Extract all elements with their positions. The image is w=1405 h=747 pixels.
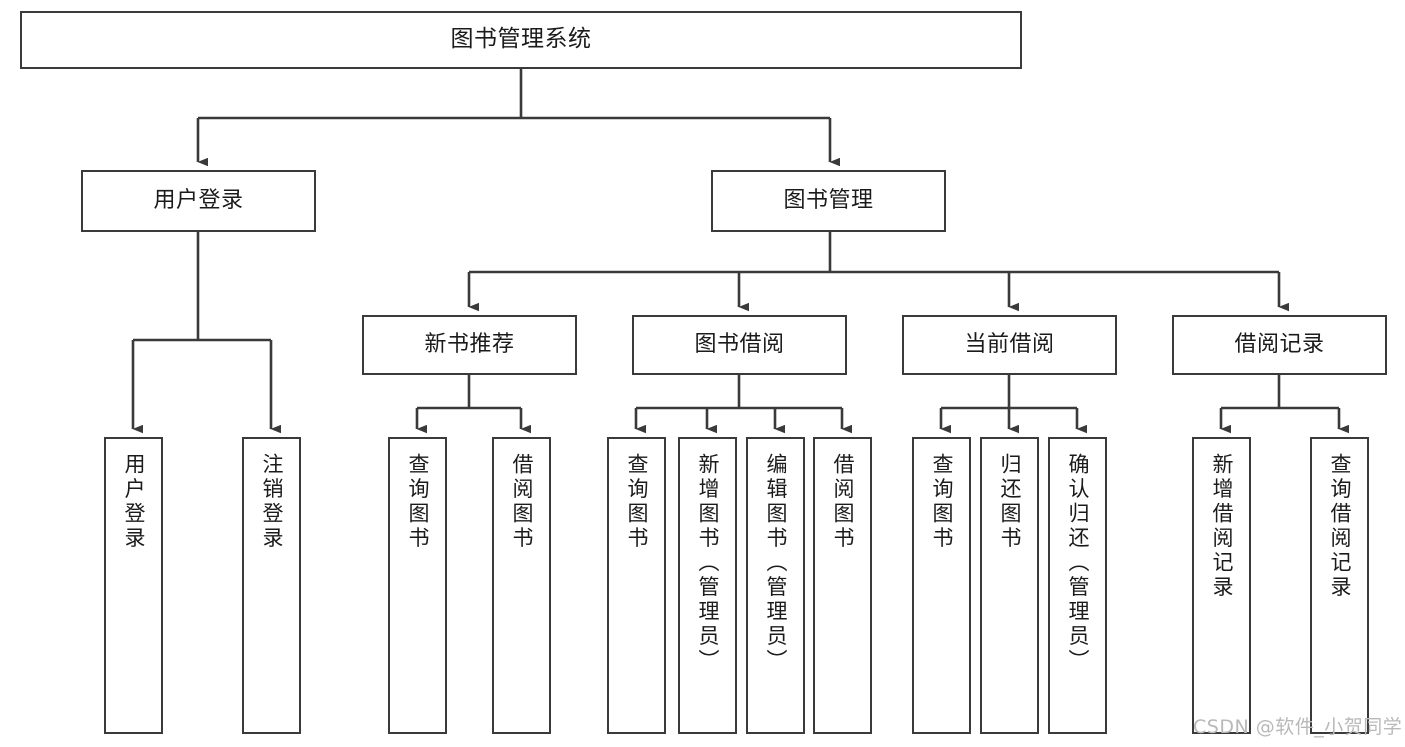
node-label: 借阅记录 bbox=[1234, 332, 1325, 358]
node-label: 新增图书（管理员） bbox=[696, 453, 720, 674]
leaf-recommend-query-book[interactable]: 查询图书 bbox=[388, 437, 447, 734]
node-label: 查询图书 bbox=[406, 453, 430, 551]
node-root-system[interactable]: 图书管理系统 bbox=[20, 11, 1022, 69]
leaf-logout[interactable]: 注销登录 bbox=[242, 437, 301, 734]
node-label: 确认归还（管理员） bbox=[1066, 453, 1090, 674]
leaf-recommend-borrow-book[interactable]: 借阅图书 bbox=[492, 437, 551, 734]
leaf-borrow-borrow-book[interactable]: 借阅图书 bbox=[813, 437, 872, 734]
node-label: 图书管理 bbox=[783, 188, 874, 214]
node-current-borrow[interactable]: 当前借阅 bbox=[902, 315, 1117, 375]
node-label: 编辑图书（管理员） bbox=[764, 453, 788, 674]
leaf-borrow-edit-book-admin[interactable]: 编辑图书（管理员） bbox=[746, 437, 805, 734]
leaf-current-query-book[interactable]: 查询图书 bbox=[912, 437, 971, 734]
leaf-current-confirm-return-admin[interactable]: 确认归还（管理员） bbox=[1048, 437, 1107, 734]
node-borrow-record[interactable]: 借阅记录 bbox=[1172, 315, 1387, 375]
node-label: 借阅图书 bbox=[831, 453, 855, 551]
node-label: 图书借阅 bbox=[694, 332, 785, 358]
node-book-management[interactable]: 图书管理 bbox=[711, 170, 946, 232]
leaf-record-add-borrow-record[interactable]: 新增借阅记录 bbox=[1192, 437, 1251, 734]
node-label: 注销登录 bbox=[260, 453, 284, 551]
node-label: 查询借阅记录 bbox=[1328, 453, 1352, 600]
node-label: 图书管理系统 bbox=[450, 26, 592, 53]
node-label: 查询图书 bbox=[625, 453, 649, 551]
node-label: 归还图书 bbox=[998, 453, 1022, 551]
leaf-current-return-book[interactable]: 归还图书 bbox=[980, 437, 1039, 734]
node-label: 新增借阅记录 bbox=[1210, 453, 1234, 600]
node-new-book-recommend[interactable]: 新书推荐 bbox=[362, 315, 577, 375]
leaf-borrow-add-book-admin[interactable]: 新增图书（管理员） bbox=[678, 437, 737, 734]
leaf-record-query-borrow-record[interactable]: 查询借阅记录 bbox=[1310, 437, 1369, 734]
node-label: 用户登录 bbox=[153, 188, 244, 214]
node-label: 查询图书 bbox=[930, 453, 954, 551]
node-label: 借阅图书 bbox=[510, 453, 534, 551]
node-book-borrow[interactable]: 图书借阅 bbox=[632, 315, 847, 375]
node-user-login[interactable]: 用户登录 bbox=[81, 170, 316, 232]
node-label: 用户登录 bbox=[122, 453, 146, 551]
csdn-watermark: CSDN @软件_小贺同学 bbox=[1193, 716, 1403, 738]
node-label: 新书推荐 bbox=[424, 332, 515, 358]
leaf-user-login[interactable]: 用户登录 bbox=[104, 437, 163, 734]
leaf-borrow-query-book[interactable]: 查询图书 bbox=[607, 437, 666, 734]
node-label: 当前借阅 bbox=[964, 332, 1055, 358]
